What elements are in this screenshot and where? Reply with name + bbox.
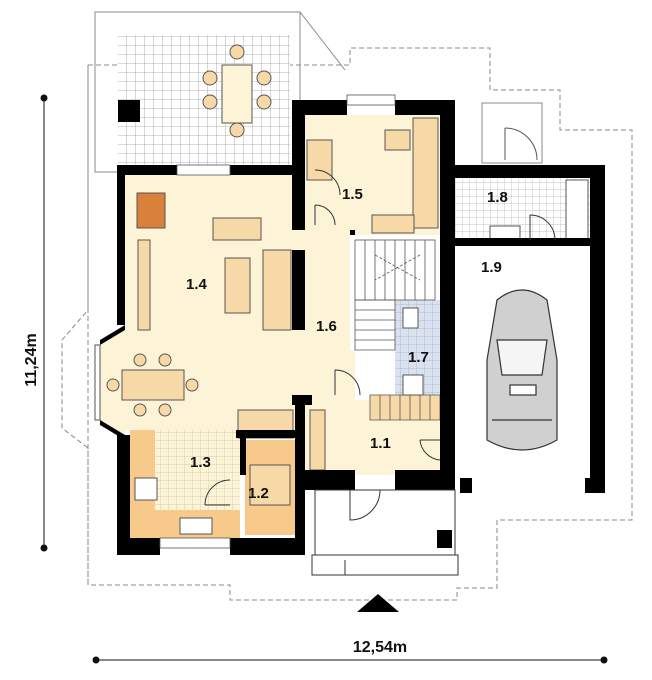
room-label-1-6: 1.6 <box>316 318 337 335</box>
room-label-1-3: 1.3 <box>190 454 211 471</box>
room-labels: 1.5 1.8 1.9 1.4 1.6 1.7 1.1 1.3 1.2 <box>186 186 508 502</box>
entrance-porch <box>311 489 459 576</box>
roof-outline <box>61 47 633 601</box>
room-label-1-7: 1.7 <box>408 349 429 366</box>
width-dimension-label: 12,54m <box>353 639 407 656</box>
depth-dimension-label: 11,24m <box>23 333 40 386</box>
dimension-lines <box>40 94 608 664</box>
room-label-1-5: 1.5 <box>342 186 363 203</box>
triangle-arrow-icon <box>357 594 399 612</box>
terrace <box>94 11 346 173</box>
windows <box>159 94 396 549</box>
room-label-1-8: 1.8 <box>487 189 508 206</box>
room-label-1-1: 1.1 <box>370 435 391 452</box>
room-label-1-4: 1.4 <box>186 276 208 293</box>
doors <box>204 169 556 521</box>
walls <box>94 100 605 555</box>
car-icon <box>486 289 558 451</box>
room-label-1-9: 1.9 <box>481 259 502 276</box>
room-label-1-2: 1.2 <box>248 485 269 502</box>
side-entry <box>481 102 543 164</box>
